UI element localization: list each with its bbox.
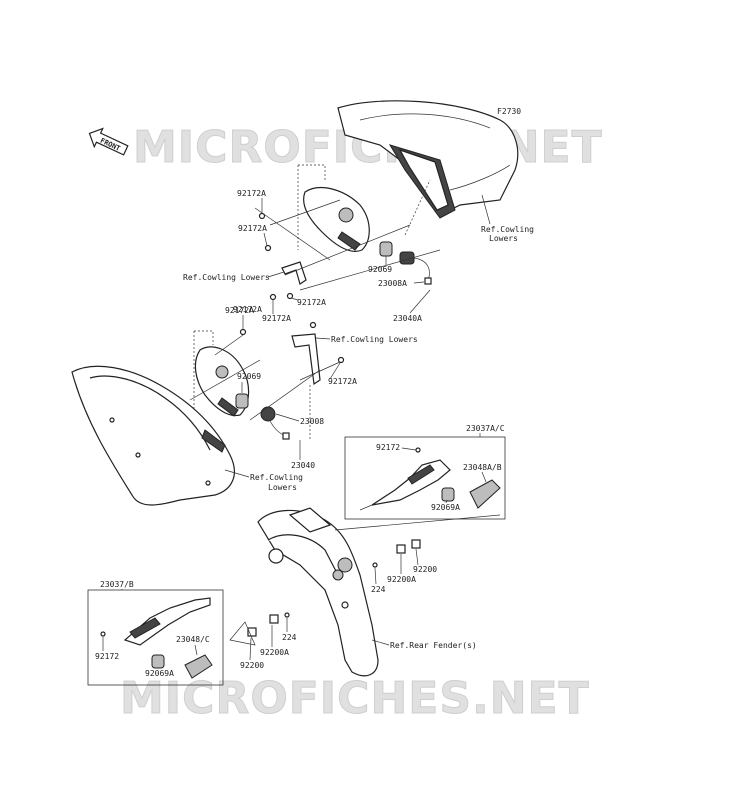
label-ref-rear-fender: Ref.Rear Fender(s)	[390, 641, 477, 650]
label-224-2: 224	[282, 633, 297, 642]
bulb-middle	[235, 393, 249, 409]
label-92200-1: 92200	[413, 565, 437, 574]
side-fairing	[71, 365, 235, 506]
label-92200A-2: 92200A	[260, 648, 289, 657]
label-23040: 23040	[291, 461, 315, 470]
label-23040A: 23040A	[393, 314, 422, 323]
screw-icon	[239, 321, 345, 364]
label-23008A: 23008A	[378, 279, 407, 288]
label-92172A-6: 92172A	[225, 306, 254, 315]
front-arrow-icon: FRONT	[88, 127, 129, 156]
figure-code: F2730	[497, 107, 521, 116]
label-ref-cowling-lowers-3b: Lowers	[268, 483, 297, 492]
group-box-23037AC	[344, 436, 506, 520]
label-23037AC: 23037A/C	[466, 424, 505, 433]
lens-rear-right	[469, 479, 501, 509]
label-92069-2: 92069	[237, 372, 261, 381]
bulb-rear-left	[151, 654, 165, 669]
bulb-rear-right	[441, 487, 455, 502]
rear-fender	[257, 507, 379, 677]
label-23048C: 23048/C	[176, 635, 210, 644]
label-23048AB: 23048A/B	[463, 463, 502, 472]
label-ref-cowling-lowers-3a: Ref.Cowling	[250, 473, 303, 482]
screw-icon	[100, 631, 106, 637]
turn-signal-rear-left	[123, 597, 211, 646]
label-ref-cowling-top-2: Lowers	[489, 234, 518, 243]
label-92172-1: 92172	[376, 443, 400, 452]
upper-cowling	[337, 100, 519, 219]
bulb-top	[379, 241, 393, 257]
label-ref-cowling-top-1: Ref.Cowling	[481, 225, 534, 234]
label-92172A-7: 92172A	[328, 377, 357, 386]
clip-parts	[247, 539, 421, 637]
label-92172A-2: 92172A	[238, 224, 267, 233]
label-92200A-1: 92200A	[387, 575, 416, 584]
label-92172-2: 92172	[95, 652, 119, 661]
label-23008: 23008	[300, 417, 324, 426]
bracket-middle	[291, 333, 321, 386]
label-ref-cowling-lowers-2: Ref.Cowling Lowers	[331, 335, 418, 344]
socket-middle	[260, 406, 290, 440]
label-23037B: 23037/B	[100, 580, 134, 589]
watermark-bottom: MICROFICHES.NET	[120, 673, 590, 724]
label-ref-cowling-lowers-1: Ref.Cowling Lowers	[183, 273, 270, 282]
label-92069A-2: 92069A	[145, 669, 174, 678]
turn-signal-housing-front-right	[303, 186, 370, 252]
label-92200-2: 92200	[240, 661, 264, 670]
label-92069-1: 92069	[368, 265, 392, 274]
turn-signal-housing-front-left	[194, 346, 250, 417]
label-92172A-4: 92172A	[262, 314, 291, 323]
label-92069A-1: 92069A	[431, 503, 460, 512]
group-box-23037B	[87, 589, 224, 686]
lens-rear-left	[184, 654, 213, 679]
bracket-top	[281, 261, 307, 285]
socket-top	[399, 251, 432, 285]
label-224-1: 224	[371, 585, 386, 594]
label-92172A-5: 92172A	[297, 298, 326, 307]
turn-signal-rear-right	[359, 459, 451, 511]
label-92172A-3: 92172A	[233, 305, 262, 314]
screw-icon	[415, 447, 421, 453]
label-92172A-1: 92172A	[237, 189, 266, 198]
screw-icon	[258, 212, 294, 301]
